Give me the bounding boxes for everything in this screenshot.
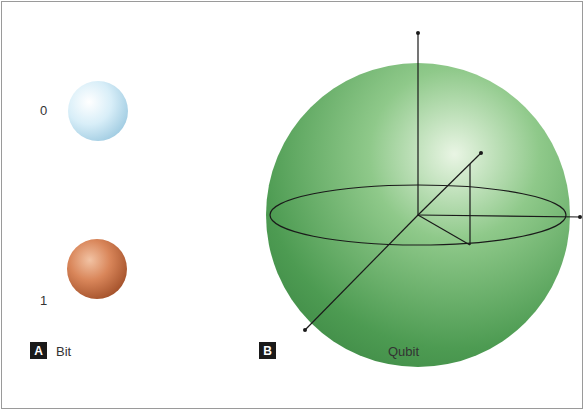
panel-letter-box: B <box>259 342 276 359</box>
bit-value: 0 <box>40 104 47 117</box>
panel-caption: Qubit <box>388 345 419 358</box>
axis-dots <box>303 31 582 332</box>
panel-letter-box: A <box>30 342 47 359</box>
panel-letter: B <box>263 345 272 357</box>
panel-letter: A <box>34 345 43 357</box>
bloch-axes <box>270 33 581 330</box>
bit-zero-sphere <box>68 81 128 141</box>
panel-caption: Bit <box>56 345 71 358</box>
bit-value: 1 <box>40 294 47 307</box>
bit-one-sphere <box>67 239 127 299</box>
